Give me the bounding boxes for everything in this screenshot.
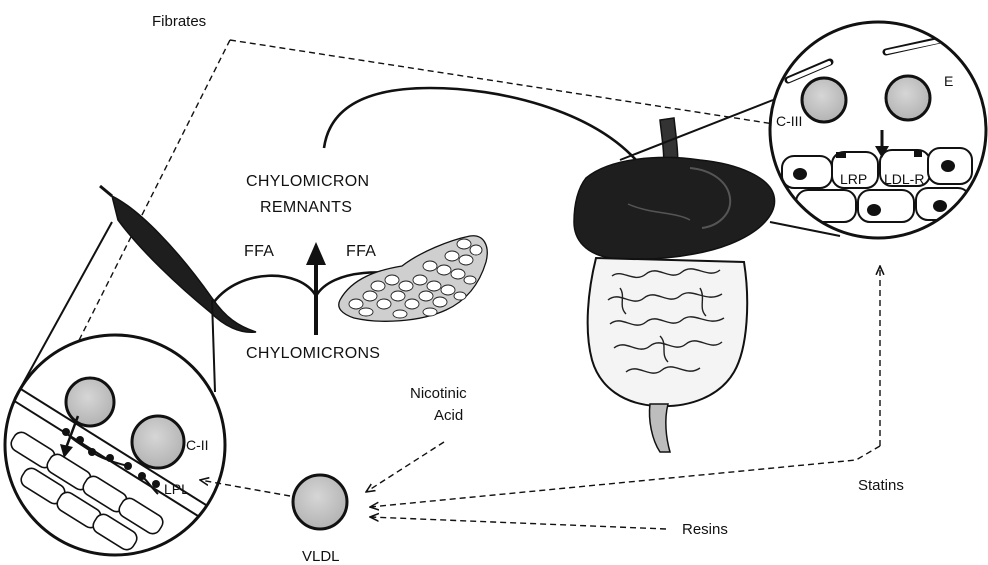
remnants-to-liver-curve — [324, 88, 636, 160]
nicotinic-acid-label-line2: Acid — [434, 407, 463, 424]
liver-and-intestine-icon — [574, 118, 775, 452]
vldl-particle — [293, 475, 347, 529]
nicotinic-acid-label-line1: Nicotinic — [410, 385, 467, 402]
c3-label: C-III — [776, 113, 802, 129]
ffa-label-right: FFA — [346, 243, 376, 260]
fibrates-label: Fibrates — [152, 13, 206, 30]
lrp-label: LRP — [840, 171, 867, 187]
ldl-receptor-label: LDL-R — [884, 171, 924, 187]
vldl-label: VLDL — [302, 548, 340, 565]
chylomicron-remnants-label-line1: CHYLOMICRON — [246, 173, 369, 190]
c2-label: C-II — [186, 437, 209, 453]
resins-label: Resins — [682, 521, 728, 538]
chylomicrons-label: CHYLOMICRONS — [246, 345, 380, 362]
muscle-icon — [100, 186, 256, 332]
hepatocyte-zoom-icon — [770, 22, 986, 238]
chylomicron-remnants-label-line2: REMNANTS — [260, 199, 352, 216]
apoe-label: E — [944, 73, 953, 89]
ffa-label-left: FFA — [244, 243, 274, 260]
statins-label: Statins — [858, 477, 904, 494]
lpl-label: LPL — [164, 481, 189, 497]
